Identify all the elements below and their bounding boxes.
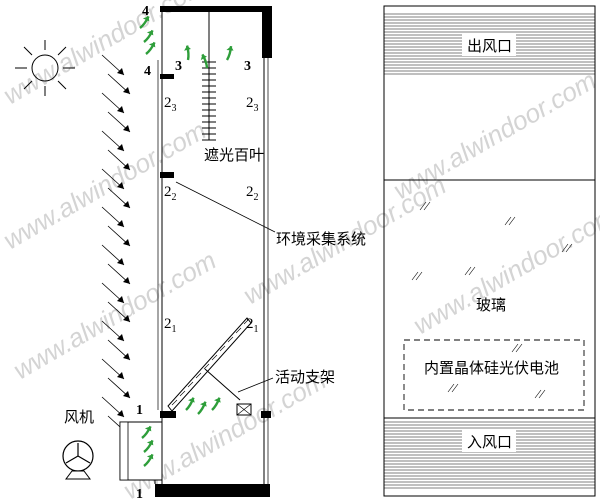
watermark-text: www.alwindoor.com xyxy=(0,115,211,255)
marker-2-3-right: 23 xyxy=(246,95,259,114)
exhaust-airflow-arrow xyxy=(139,15,150,29)
outlet-label: 出风口 xyxy=(467,38,512,55)
sun-ray-arrow xyxy=(107,225,131,247)
marker-3-left: 3 xyxy=(175,59,182,74)
marker-3-right: 3 xyxy=(244,59,251,74)
pv-cell-label: 内置晶体硅光伏电池 xyxy=(424,360,559,377)
elevation-frame xyxy=(383,5,596,497)
exhaust-airflow-arrow xyxy=(184,45,191,61)
facade-elevation: 出风口 入风口 玻璃 内置晶体硅光伏电池 xyxy=(383,5,596,497)
pv-cell-outline xyxy=(403,339,585,411)
sun-ray-arrow xyxy=(107,111,131,133)
exhaust-airflow-arrow xyxy=(143,29,154,43)
sun-ray-arrow xyxy=(107,263,131,285)
watermark-text: www.alwindoor.com xyxy=(8,245,221,385)
exhaust-airflow-arrow xyxy=(200,53,209,69)
sun-ray-arrow xyxy=(101,396,125,418)
bottom-cap xyxy=(155,484,270,497)
sun-ray-arrow xyxy=(107,339,131,361)
airflow-arrows xyxy=(139,15,234,467)
sun-ray-arrow xyxy=(107,377,131,399)
facade-section: 4 4 3 3 23 23 22 22 21 21 1 1 遮光百叶 环境采集系… xyxy=(62,4,366,502)
watermark-text: www.alwindoor.com xyxy=(388,65,600,205)
sun-ray-arrow xyxy=(101,244,125,266)
sun-ray-arrow xyxy=(107,73,131,95)
sun-ray-arrow xyxy=(107,187,131,209)
watermark-text: www.alwindoor.com xyxy=(408,200,600,340)
glass-label: 玻璃 xyxy=(476,297,506,314)
glass-hatch-marks xyxy=(411,201,573,399)
sun-icon xyxy=(15,40,75,96)
sunlight-rays xyxy=(101,54,131,437)
marker-1-upper: 1 xyxy=(136,403,143,418)
fan-unit xyxy=(62,421,163,484)
movable-bracket xyxy=(167,317,274,416)
sun-ray-arrow xyxy=(101,358,125,380)
cavity-airflow-arrow xyxy=(211,397,221,411)
bracket-label: 活动支架 xyxy=(275,369,335,386)
cavity-airflow-arrow xyxy=(185,397,195,411)
marker-4-mid: 4 xyxy=(144,64,151,79)
marker-2-1-left: 21 xyxy=(164,316,177,335)
fan-airflow-arrow xyxy=(143,453,154,467)
shading-blind xyxy=(202,12,216,141)
marker-1-lower: 1 xyxy=(136,487,143,502)
marker-2-1-right: 21 xyxy=(246,316,259,335)
sun-ray-arrow xyxy=(107,149,131,171)
fan-airflow-arrow xyxy=(141,425,152,439)
env-leader-line xyxy=(175,181,276,233)
fan-icon xyxy=(62,440,94,480)
sun-ray-arrow xyxy=(101,320,125,342)
exhaust-airflow-arrow xyxy=(145,41,156,55)
sun-ray-arrow xyxy=(101,206,125,228)
top-right-post xyxy=(262,6,272,58)
sun-ray-arrow xyxy=(101,282,125,304)
cavity-airflow-arrow xyxy=(197,401,207,415)
sun-ray-arrow xyxy=(107,301,131,323)
sun-ray-arrow xyxy=(101,54,125,76)
exhaust-airflow-arrow xyxy=(225,46,234,61)
fan-airflow-arrow xyxy=(143,439,154,453)
marker-4-top: 4 xyxy=(142,4,149,19)
fan-label: 风机 xyxy=(64,409,94,426)
marker-2-3-left: 23 xyxy=(164,95,177,114)
marker-2-2-right: 22 xyxy=(246,184,259,203)
top-cap xyxy=(160,6,270,12)
inlet-label: 入风口 xyxy=(467,434,512,451)
env-system-label: 环境采集系统 xyxy=(276,230,366,248)
outlet-vents xyxy=(384,13,595,75)
sun-ray-arrow xyxy=(101,130,125,152)
sun-ray-arrow xyxy=(101,168,125,190)
blind-label: 遮光百叶 xyxy=(204,147,264,164)
marker-2-2-left: 22 xyxy=(164,184,177,203)
sun-ray-arrow xyxy=(101,92,125,114)
